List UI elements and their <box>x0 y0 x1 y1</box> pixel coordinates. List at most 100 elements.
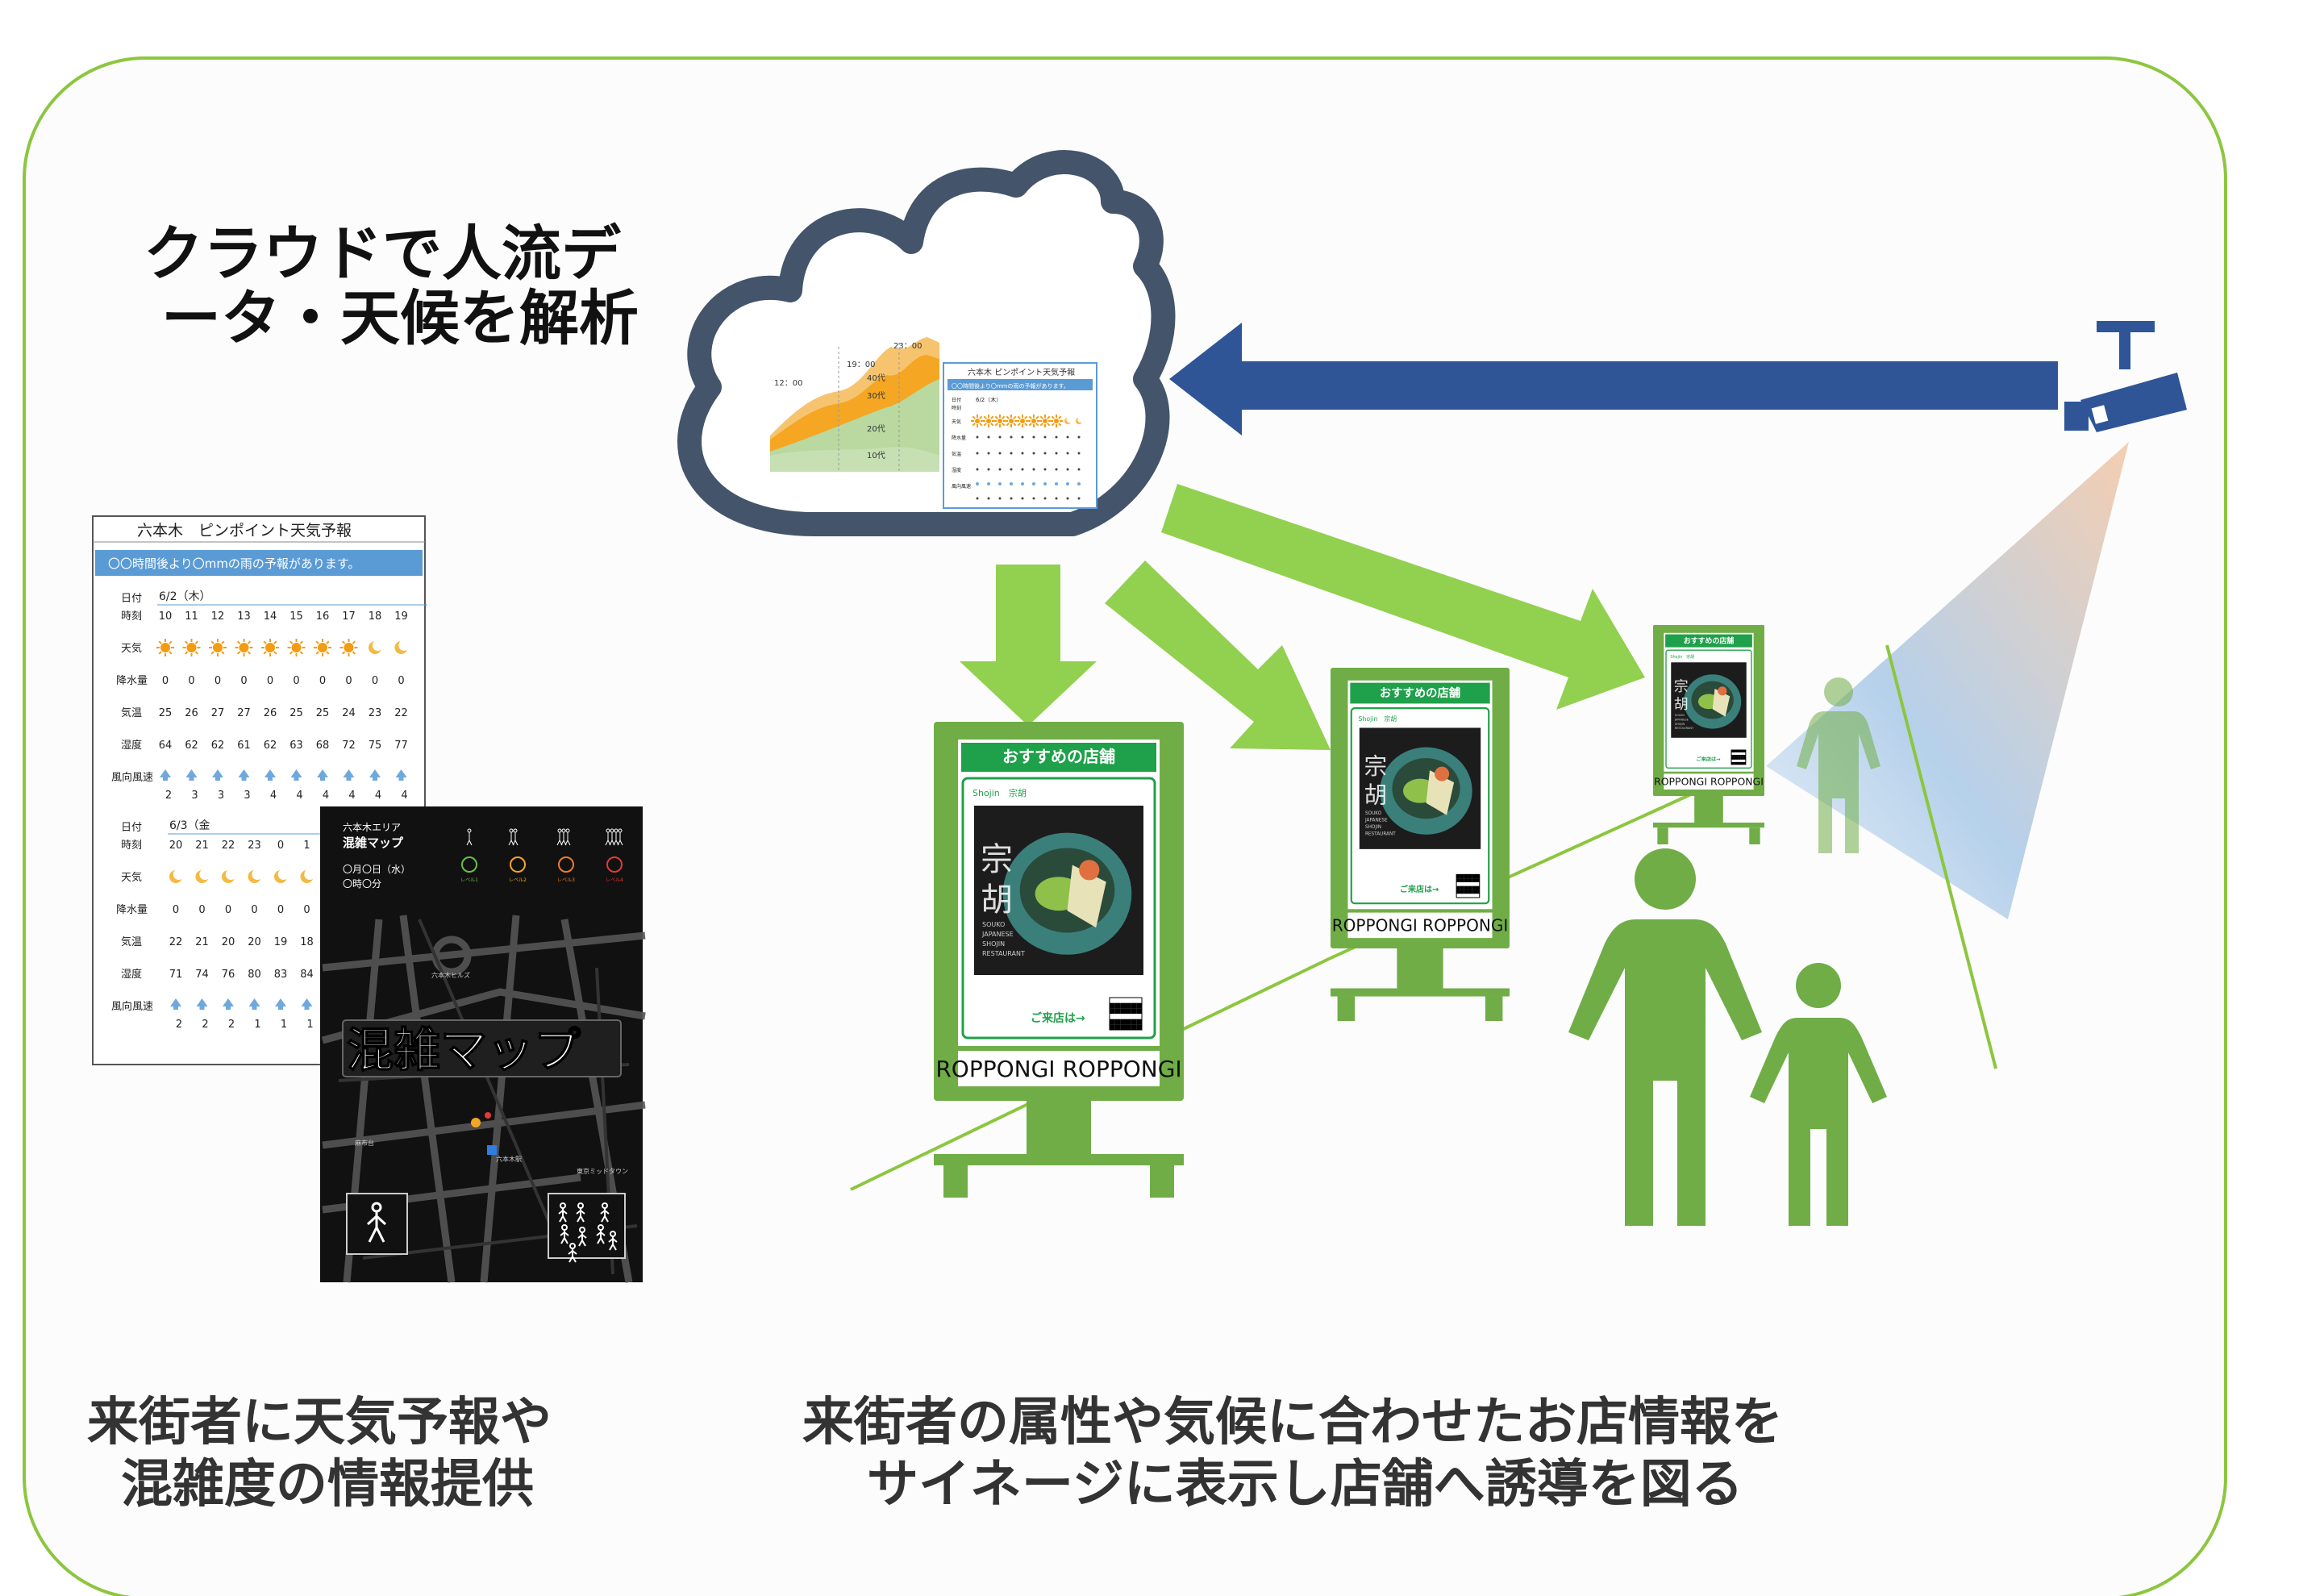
wx-row-label: 時刻 <box>121 610 142 623</box>
dish-caption: SOUKO <box>982 921 1005 928</box>
cloud-wx-row-label: 湿度 <box>952 467 961 473</box>
wx-wind: 3 <box>244 790 250 802</box>
sun-icon <box>1039 415 1052 427</box>
wx-temp: 21 <box>195 936 209 948</box>
sun-icon <box>1005 415 1018 427</box>
cloud-wx-row-label: 時刻 <box>952 405 961 411</box>
wx-temp: 25 <box>289 707 303 719</box>
wx-humidity: 62 <box>211 740 225 752</box>
chart-age-label: 20代 <box>867 424 885 434</box>
wx-wind: 2 <box>202 1019 208 1031</box>
sun-icon <box>235 639 253 656</box>
wx-wind: 3 <box>191 790 198 802</box>
wx-hour: 15 <box>289 610 303 623</box>
wx-humidity: 63 <box>289 740 303 752</box>
wx-temp: 22 <box>394 707 408 719</box>
chart-age-label: 10代 <box>867 451 885 460</box>
wx-row-label: 降水量 <box>116 675 148 687</box>
dish-caption: RESTAURANT <box>1675 727 1694 730</box>
wx-wind: 4 <box>348 790 355 802</box>
wx-humidity: 84 <box>300 969 314 981</box>
signage-shop-name: Shojin 宗胡 <box>1670 654 1694 660</box>
chart-age-label: 40代 <box>867 373 885 383</box>
dish-caption: RESTAURANT <box>1365 832 1396 837</box>
cloud-wx-row-label: 風向風速 <box>952 483 971 490</box>
dish-caption: SOUKO <box>1675 714 1685 717</box>
wx-wind: 4 <box>401 790 407 802</box>
wx-wind: 1 <box>254 1019 260 1031</box>
wx-row-label: 日付 <box>121 822 142 834</box>
dish-caption: JAPANESE <box>1674 718 1689 721</box>
signage-brand: ROPPONGI ROPPONGI <box>1654 776 1764 788</box>
wx-hour: 10 <box>159 610 173 623</box>
sun-icon <box>314 639 331 656</box>
sun-icon <box>971 415 984 427</box>
signage-cta: ご来店は→ <box>1400 884 1439 894</box>
caption-left-line2: 混雑度の情報提供 <box>121 1455 534 1515</box>
wx-temp: 23 <box>369 707 382 719</box>
wx-row-label: 天気 <box>121 642 142 655</box>
wx-rain: 0 <box>188 675 194 687</box>
dish-caption: SHOJIN <box>982 940 1005 948</box>
dish-kanji: 宗 <box>1364 752 1388 780</box>
signage-header: おすすめの店舗 <box>1002 747 1115 766</box>
wx-humidity: 62 <box>264 740 277 752</box>
wx-row-label: 風向風速 <box>111 1000 153 1013</box>
level-label: レベル4 <box>606 877 623 883</box>
cloud-wx-date: 6/2（木） <box>976 396 1002 403</box>
sun-icon <box>1016 415 1029 427</box>
wx-temp: 27 <box>237 707 251 719</box>
dish-caption: JAPANESE <box>981 931 1014 938</box>
wx-rain: 0 <box>198 904 205 916</box>
wx-wind: 4 <box>323 790 329 802</box>
signage-shop-name: Shojin 宗胡 <box>1358 715 1397 723</box>
dish-kanji: 胡 <box>981 881 1013 919</box>
wx-rain: 0 <box>277 904 284 916</box>
wx-row-label: 湿度 <box>121 968 142 981</box>
cloud-wx-row-label: 日付 <box>952 397 961 403</box>
weather-banner: 〇〇時間後より〇mmの雨の予報があります。 <box>108 556 360 571</box>
cloud-wx-row-label: 気温 <box>952 451 961 457</box>
wx-temp: 19 <box>274 936 288 948</box>
wx-rain: 0 <box>251 904 257 916</box>
wx-hour: 20 <box>169 840 183 852</box>
wx-hour: 19 <box>394 610 408 623</box>
dish-caption: RESTAURANT <box>982 950 1025 957</box>
caption-right-line1: 来街者の属性や気候に合わせたお店情報を <box>802 1393 1783 1452</box>
wx-hour: 11 <box>185 610 198 623</box>
wx-rain: 0 <box>173 904 179 916</box>
wx-wind: 3 <box>218 790 224 802</box>
wx-humidity: 75 <box>369 740 382 752</box>
wx-temp: 25 <box>316 707 330 719</box>
wx-hour: 23 <box>248 840 261 852</box>
wx-humidity: 74 <box>195 969 209 981</box>
wx-humidity: 77 <box>394 740 408 752</box>
wx-humidity: 61 <box>237 740 251 752</box>
wx-temp: 22 <box>169 936 183 948</box>
wx-wind: 4 <box>270 790 277 802</box>
wx-hour: 16 <box>316 610 330 623</box>
sun-icon <box>982 415 995 427</box>
wx-rain: 0 <box>162 675 169 687</box>
map-place: 六本木駅 <box>496 1155 522 1163</box>
level-label: レベル3 <box>557 877 575 883</box>
sun-icon <box>288 639 306 656</box>
dish-kanji: 胡 <box>1674 696 1689 713</box>
signage-cta: ご来店は→ <box>1696 756 1720 762</box>
map-place: 六本木ヒルズ <box>431 971 470 979</box>
wx-temp: 24 <box>342 707 356 719</box>
sun-icon <box>993 415 1006 427</box>
wx-humidity: 62 <box>185 740 198 752</box>
wx-wind: 2 <box>176 1019 182 1031</box>
wx-rain: 0 <box>225 904 231 916</box>
wx-wind: 2 <box>165 790 172 802</box>
wx-hour: 12 <box>211 610 225 623</box>
sun-icon <box>261 639 279 656</box>
wx-row-label: 気温 <box>121 936 142 948</box>
wx-row-label: 時刻 <box>121 840 142 852</box>
level-label: レベル1 <box>460 877 478 883</box>
wx-humidity: 64 <box>159 740 173 752</box>
cloud-weather-table: 六本木 ピンポイント天気予報 〇〇時間後より〇mmの雨の予報があります。 6/2… <box>943 363 1097 508</box>
caption-right-line2: サイネージに表示し店舗へ誘導を図る <box>867 1455 1743 1515</box>
